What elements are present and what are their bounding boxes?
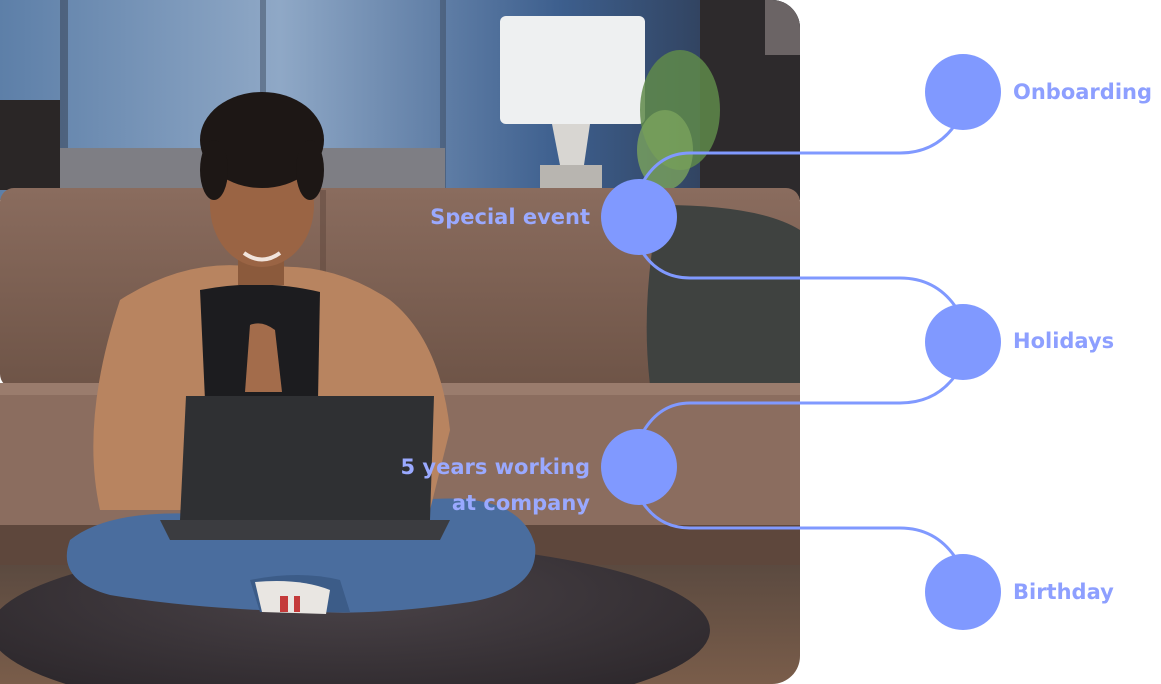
timeline-label-birthday: Birthday xyxy=(1013,580,1114,604)
hero-photo xyxy=(0,0,800,684)
timeline-label-holidays: Holidays xyxy=(1013,329,1115,353)
timeline-node-onboarding xyxy=(925,54,1001,130)
timeline-label-work-anniversary-line2: at company xyxy=(451,491,590,515)
timeline-label-special-event: Special event xyxy=(430,205,590,229)
timeline-node-birthday xyxy=(925,554,1001,630)
timeline-label-onboarding: Onboarding xyxy=(1013,80,1153,104)
timeline-label-work-anniversary-line1: 5 years working xyxy=(400,455,590,479)
person-with-laptop-photo xyxy=(0,0,800,684)
timeline-node-special-event xyxy=(601,179,677,255)
timeline-node-work-anniversary xyxy=(601,429,677,505)
timeline-node-holidays xyxy=(925,304,1001,380)
